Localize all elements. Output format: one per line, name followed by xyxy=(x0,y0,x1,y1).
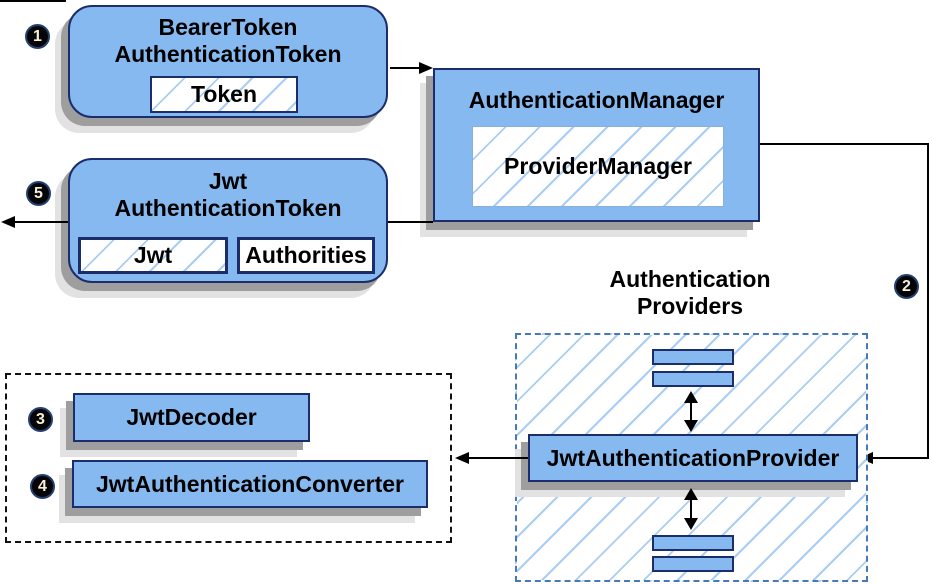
arrow-left-icon xyxy=(1,216,15,228)
bearer-token-authentication-token-title: BearerToken AuthenticationToken xyxy=(114,14,342,67)
step-3-badge: 3 xyxy=(28,407,53,432)
arrow-up-icon xyxy=(684,488,698,500)
step-4-label: 4 xyxy=(38,477,47,495)
authentication-providers-group: JwtAuthenticationProvider xyxy=(515,333,868,582)
step-2-badge: 2 xyxy=(894,274,919,299)
authentication-providers-label: Authentication Providers xyxy=(609,266,771,319)
bearer-token-authentication-token-node: BearerToken AuthenticationToken Token xyxy=(68,5,388,118)
edge-manager-to-provider-bottom xyxy=(872,457,929,459)
jwt-field-label: Jwt xyxy=(133,242,173,268)
edge-request-in xyxy=(0,0,66,2)
jwt-field: Jwt xyxy=(78,237,228,274)
provider-manager-label: ProviderManager xyxy=(504,153,692,179)
authorities-field-label: Authorities xyxy=(245,242,367,268)
edge-response-out xyxy=(14,221,68,223)
authentication-manager-title: AuthenticationManager xyxy=(468,87,725,113)
step-3-label: 3 xyxy=(36,410,45,428)
jwt-authentication-provider-title: JwtAuthenticationProvider xyxy=(546,444,840,471)
token-field-label: Token xyxy=(190,81,258,107)
edge-manager-to-jwt-token xyxy=(388,221,433,223)
provider-bar xyxy=(652,371,734,387)
arrow-down-icon xyxy=(684,420,698,432)
jwt-authentication-converter-node: JwtAuthenticationConverter xyxy=(72,460,428,508)
arrow-up-icon xyxy=(684,391,698,403)
jwt-authentication-token-title: Jwt AuthenticationToken xyxy=(114,168,342,221)
authorities-field: Authorities xyxy=(237,237,375,274)
step-5-badge: 5 xyxy=(26,181,51,206)
edge-bearer-to-manager xyxy=(390,67,420,69)
jwt-decoder-title: JwtDecoder xyxy=(126,404,257,430)
jwt-authentication-token-node: Jwt AuthenticationToken Jwt Authorities xyxy=(68,158,388,283)
arrow-down-icon xyxy=(684,518,698,530)
step-1-label: 1 xyxy=(33,27,42,45)
double-arrow-icon xyxy=(684,488,698,530)
double-arrow-icon xyxy=(684,391,698,432)
provider-bar xyxy=(652,349,734,365)
provider-manager-field: ProviderManager xyxy=(472,126,724,207)
step-4-badge: 4 xyxy=(30,474,55,499)
jwt-decoder-node: JwtDecoder xyxy=(73,393,310,442)
authentication-manager-node: AuthenticationManager ProviderManager xyxy=(433,68,760,222)
token-field: Token xyxy=(150,76,298,113)
edge-manager-to-provider-top xyxy=(760,143,929,145)
arrow-right-icon xyxy=(419,62,433,74)
step-2-label: 2 xyxy=(902,277,911,295)
jwt-authentication-converter-title: JwtAuthenticationConverter xyxy=(96,470,404,497)
edge-provider-to-decoder xyxy=(468,457,528,459)
provider-bar xyxy=(652,535,734,551)
jwt-authentication-provider-node: JwtAuthenticationProvider xyxy=(528,434,858,482)
provider-bar xyxy=(652,556,734,572)
step-5-label: 5 xyxy=(34,184,43,202)
step-1-badge: 1 xyxy=(25,24,50,49)
arrow-left-icon xyxy=(455,452,469,464)
edge-manager-to-provider-vertical xyxy=(927,143,929,459)
